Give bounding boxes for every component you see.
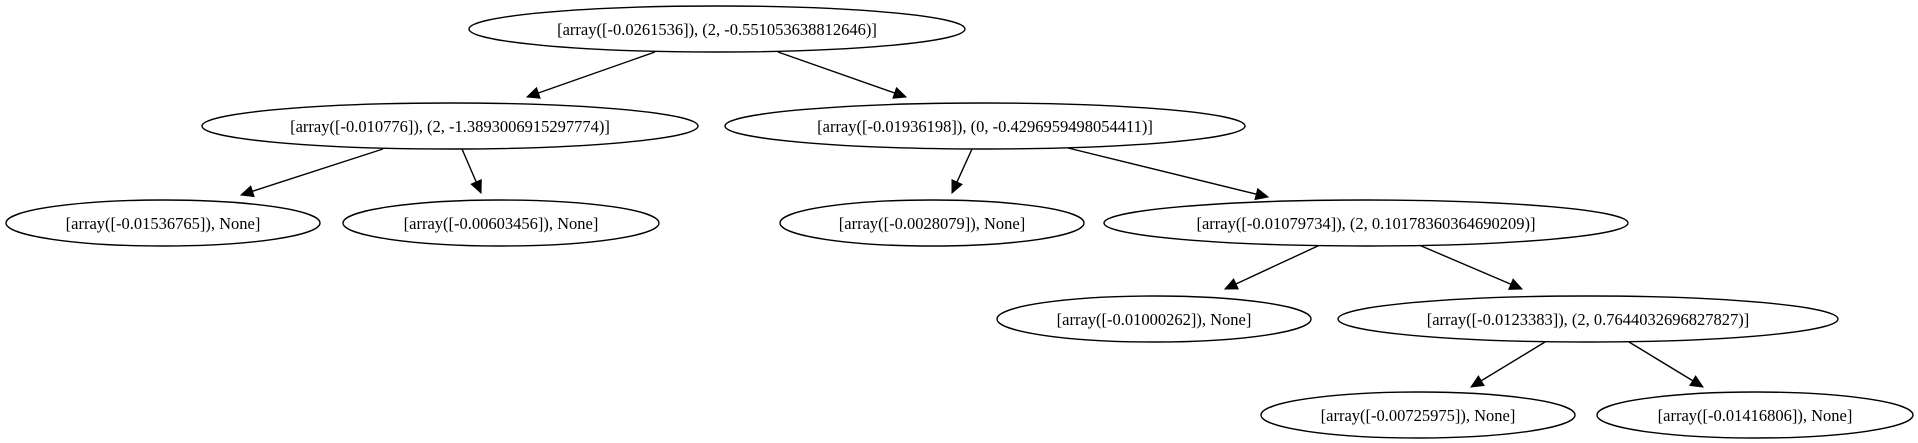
nodes-layer: [array([-0.0261536]), (2, -0.55105363881… bbox=[5, 5, 1914, 439]
edge-line bbox=[777, 51, 895, 94]
tree-node: [array([-0.010776]), (2, -1.389300691529… bbox=[201, 102, 699, 150]
tree-node: [array([-0.0123383]), (2, 0.764403269682… bbox=[1337, 295, 1839, 343]
node-label: [array([-0.00725975]), None] bbox=[1321, 406, 1516, 425]
arrowhead-icon bbox=[1223, 278, 1239, 290]
node-ellipse bbox=[996, 295, 1312, 343]
arrowhead-icon bbox=[239, 185, 255, 198]
edge-line bbox=[1418, 244, 1512, 285]
tree-node: [array([-0.01000262]), None] bbox=[996, 295, 1312, 343]
node-ellipse bbox=[468, 5, 966, 53]
arrowhead-icon bbox=[1254, 187, 1270, 201]
tree-edge bbox=[461, 148, 482, 195]
arrowhead-icon bbox=[470, 179, 482, 195]
edge-line bbox=[252, 148, 384, 192]
arrowhead-icon bbox=[525, 86, 541, 99]
tree-edge bbox=[1469, 341, 1546, 388]
tree-edge bbox=[777, 51, 908, 99]
tree-edge bbox=[951, 148, 973, 195]
node-label: [array([-0.01000262]), None] bbox=[1057, 310, 1252, 329]
node-label: [array([-0.01079734]), (2, 0.10178360364… bbox=[1196, 214, 1535, 233]
node-label: [array([-0.01536765]), None] bbox=[66, 214, 261, 233]
tree-node: [array([-0.01079734]), (2, 0.10178360364… bbox=[1103, 199, 1629, 247]
arrowhead-icon bbox=[1508, 278, 1524, 290]
node-ellipse bbox=[1260, 391, 1576, 439]
tree-edge bbox=[1223, 244, 1321, 290]
arrowhead-icon bbox=[892, 86, 908, 99]
tree-edge bbox=[239, 148, 384, 198]
edge-line bbox=[538, 51, 656, 94]
tree-edge bbox=[525, 51, 656, 99]
tree-node: [array([-0.0028079]), None] bbox=[779, 199, 1085, 247]
arrowhead-icon bbox=[1689, 375, 1705, 388]
arrowhead-icon bbox=[951, 179, 963, 195]
tree-edge bbox=[1067, 147, 1270, 201]
tree-node: [array([-0.01536765]), None] bbox=[5, 199, 321, 247]
tree-edge bbox=[1628, 341, 1705, 388]
edge-line bbox=[956, 148, 973, 183]
node-ellipse bbox=[201, 102, 699, 150]
edge-line bbox=[461, 148, 477, 183]
tree-node: [array([-0.0261536]), (2, -0.55105363881… bbox=[468, 5, 966, 53]
node-label: [array([-0.00603456]), None] bbox=[404, 214, 599, 233]
node-ellipse bbox=[1596, 391, 1914, 439]
edges-layer bbox=[239, 51, 1705, 388]
node-label: [array([-0.0028079]), None] bbox=[839, 214, 1025, 233]
tree-node: [array([-0.00603456]), None] bbox=[342, 199, 660, 247]
tree-node: [array([-0.01416806]), None] bbox=[1596, 391, 1914, 439]
edge-line bbox=[1067, 147, 1257, 195]
node-label: [array([-0.0261536]), (2, -0.55105363881… bbox=[557, 20, 877, 39]
node-label: [array([-0.0123383]), (2, 0.764403269682… bbox=[1427, 310, 1750, 329]
node-label: [array([-0.010776]), (2, -1.389300691529… bbox=[290, 117, 610, 136]
node-ellipse bbox=[5, 199, 321, 247]
tree-edge bbox=[1418, 244, 1524, 290]
arrowhead-icon bbox=[1469, 375, 1485, 388]
node-ellipse bbox=[724, 102, 1246, 150]
node-ellipse bbox=[779, 199, 1085, 247]
edge-line bbox=[1480, 341, 1546, 382]
node-ellipse bbox=[342, 199, 660, 247]
tree-node: [array([-0.00725975]), None] bbox=[1260, 391, 1576, 439]
node-label: [array([-0.01936198]), (0, -0.4296959498… bbox=[817, 117, 1153, 136]
node-ellipse bbox=[1337, 295, 1839, 343]
edge-line bbox=[1235, 244, 1321, 285]
node-ellipse bbox=[1103, 199, 1629, 247]
node-label: [array([-0.01416806]), None] bbox=[1658, 406, 1853, 425]
tree-node: [array([-0.01936198]), (0, -0.4296959498… bbox=[724, 102, 1246, 150]
edge-line bbox=[1628, 341, 1694, 382]
